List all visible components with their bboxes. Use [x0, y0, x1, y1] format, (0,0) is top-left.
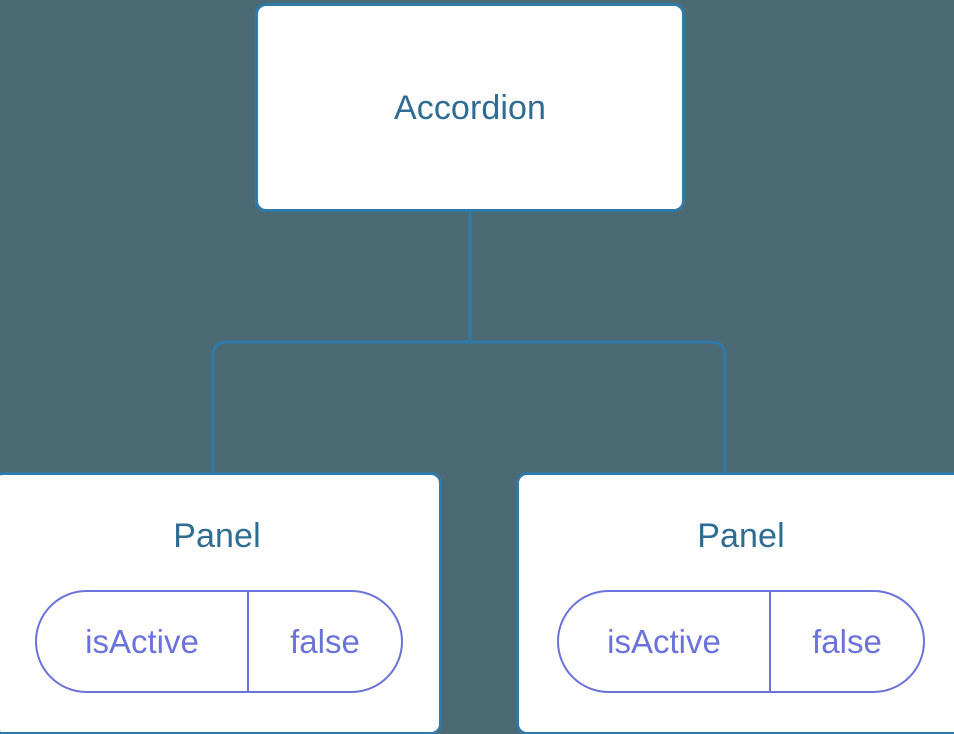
prop-pill-panel-right[interactable]: isActive false — [557, 590, 925, 693]
prop-pill-panel-left[interactable]: isActive false — [35, 590, 403, 693]
edge-to-panel-right — [470, 340, 727, 474]
prop-value-isactive: false — [812, 623, 882, 660]
node-accordion-title: Accordion — [393, 88, 547, 127]
node-panel-right[interactable]: Panel isActive false — [516, 472, 954, 734]
node-panel-left-title: Panel — [173, 517, 261, 555]
node-panel-left[interactable]: Panel isActive false — [0, 472, 442, 734]
node-accordion[interactable]: Accordion — [255, 3, 685, 212]
edge-to-panel-left — [211, 340, 470, 474]
node-panel-right-title: Panel — [697, 517, 785, 555]
prop-value-isactive: false — [290, 623, 360, 660]
prop-key-isactive: isActive — [37, 592, 249, 691]
prop-key-isactive: isActive — [559, 592, 771, 691]
